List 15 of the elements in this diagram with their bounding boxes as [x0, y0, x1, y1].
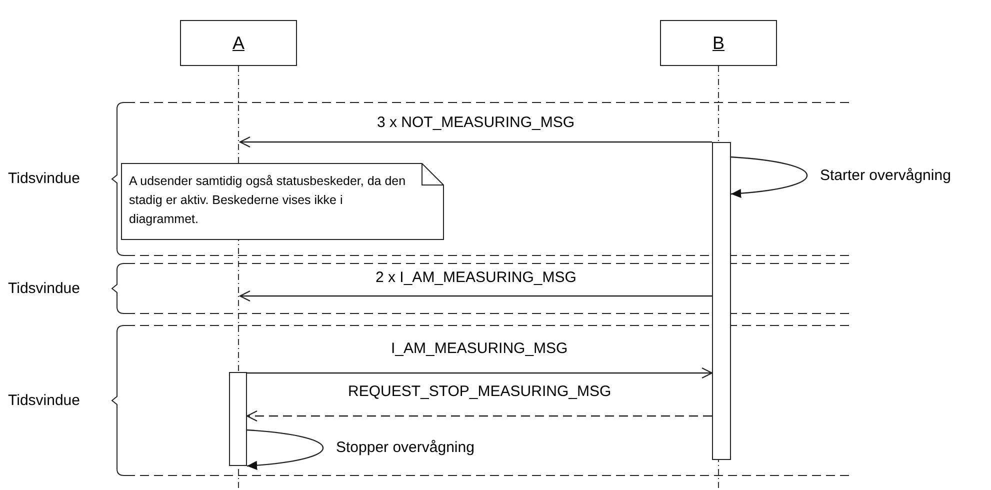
- participant-box: A: [180, 20, 297, 66]
- frame-label: Tidsvindue: [8, 392, 80, 410]
- frame-label: Tidsvindue: [8, 280, 80, 298]
- self-message-arrow: [730, 156, 808, 198]
- activation-bar: [712, 142, 731, 460]
- activation-bar: [229, 372, 247, 466]
- note: [121, 163, 444, 240]
- message-arrow: [246, 410, 712, 422]
- participant-box: B: [660, 20, 777, 66]
- message-arrow: [239, 290, 712, 302]
- note-text: A udsender samtidig også statusbeskeder, da den stadig er aktiv. Beskederne vises ikke i diagrammet.: [129, 173, 407, 228]
- self-message-arrow: [246, 429, 324, 470]
- message-arrow: [247, 367, 713, 379]
- message-arrow: [239, 136, 712, 148]
- frame-label: Tidsvindue: [8, 170, 80, 188]
